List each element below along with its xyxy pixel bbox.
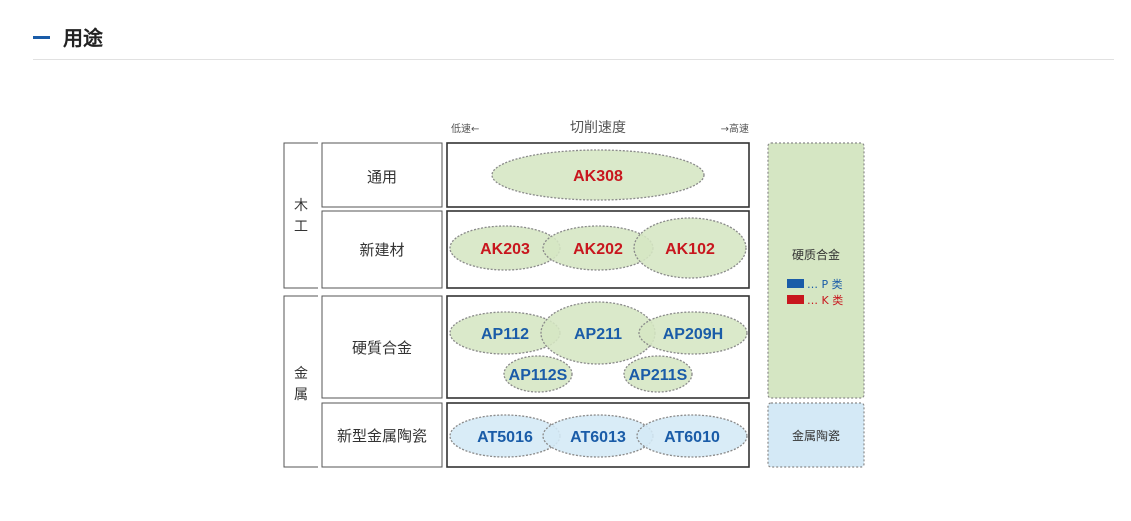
grade-label-ap112: AP112 [481,326,529,343]
header-accent-bar [33,36,50,39]
grade-label-at5016: AT5016 [477,429,533,446]
grade-label-ap209h: AP209H [663,326,723,343]
cermet-panel-label: 金属陶瓷 [792,428,840,443]
grade-ellipse-at6010 [636,414,748,458]
legend-label-k: … K 类 [807,293,843,307]
row-label-cermet: 新型金属陶瓷 [337,427,427,445]
row-label-hard-alloy: 硬質合金 [352,339,412,357]
grade-label-ak203: AK203 [480,241,530,258]
group-label-woodwork-char2: 工 [294,219,308,235]
carbide-panel-label: 硬质合金 [792,247,840,262]
grade-label-at6010: AT6010 [664,429,720,446]
axis-high-label: →高速 [721,122,749,135]
group-label-metal-char1: 金 [294,366,308,382]
row-label-box-building-materials [321,210,443,289]
grade-ellipse-ap112s [503,355,573,393]
group-bracket-woodwork [283,142,318,289]
row-label-general: 通用 [367,168,397,186]
group-label-metal-char2: 属 [294,387,308,403]
row-label-building-materials: 新建材 [359,241,404,259]
axis-title: 切削速度 [570,120,626,136]
grade-label-ap211s: AP211S [629,367,688,384]
row-label-box-cermet [321,402,443,468]
page-header: 用途 [33,20,1114,60]
group-label-woodwork-char1: 木 [294,198,308,214]
grade-label-at6013: AT6013 [570,429,626,446]
page-title: 用途 [63,26,103,50]
grade-ellipse-ap209h [638,311,748,355]
grade-label-ap112s: AP112S [509,367,568,384]
carbide-panel [767,142,865,399]
cermet-panel [767,402,865,468]
legend-label-p: … P 类 [807,277,843,291]
row-label-box-hard-alloy [321,295,443,399]
group-bracket-metal [283,295,318,468]
grade-label-ap211: AP211 [574,326,622,343]
grade-ellipse-ak308 [491,149,705,201]
grade-label-ak102: AK102 [665,241,715,258]
legend-swatch-p [787,279,804,288]
grade-ellipse-ak102 [633,217,747,279]
grade-label-ak308: AK308 [573,168,623,185]
grade-label-ak202: AK202 [573,241,623,258]
axis-low-label: 低速← [451,122,479,135]
legend-swatch-k [787,295,804,304]
grade-ellipse-ap211s [623,355,693,393]
row-label-box-general [321,142,443,208]
